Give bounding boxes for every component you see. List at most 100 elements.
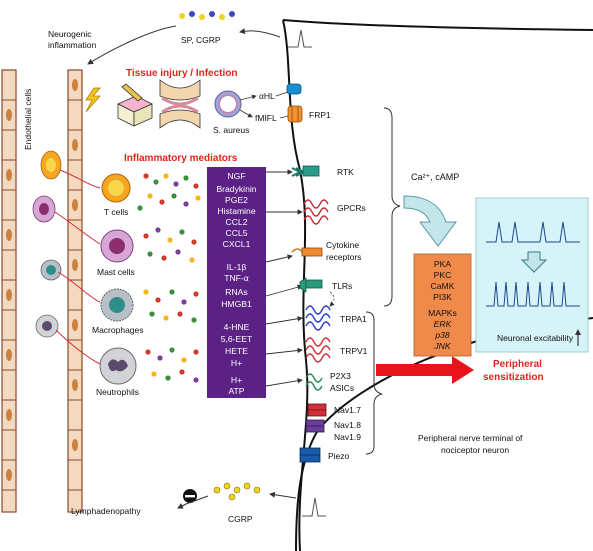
nav17-channel-icon (307, 403, 327, 417)
mediator-item: HETE (225, 346, 248, 356)
sensitization-arrow (376, 356, 474, 384)
kinase-item: CaMK (431, 281, 455, 291)
kinase-item: p38 (434, 330, 450, 340)
mediator-item: 4-HNE (224, 322, 250, 332)
frp1-label: FRP1 (309, 110, 331, 120)
mediator-item: PGE2 (225, 195, 248, 205)
kinase-box (413, 253, 472, 357)
lightning-icon (85, 87, 101, 113)
kinase-item: ERK (434, 319, 453, 329)
mediator-item: 5,6-EET (221, 334, 253, 344)
piezo-channel-icon (299, 447, 321, 463)
trpv1-channel-icon (305, 337, 331, 363)
macrophage-icon (100, 288, 134, 322)
macrophages-label: Macrophages (92, 325, 144, 335)
tlrs-label: TLRs (332, 281, 352, 291)
mediator-item: IL-1β (227, 262, 247, 272)
kinase-item: JNK (433, 341, 452, 351)
receptor-bracket-lower (365, 311, 383, 455)
neuronal-excitability-label: Neuronal excitability (497, 333, 574, 343)
kinase-item: PKA (434, 259, 451, 269)
ahl-label: αHL (259, 91, 275, 101)
mediator-item: Histamine (217, 206, 255, 216)
mediator-item: H+ (231, 375, 242, 385)
nerve-terminal-label-1: Peripheral nerve terminal of (418, 433, 523, 443)
gpcrs-label: GPCRs (337, 203, 366, 213)
mediator-item: HMGB1 (221, 299, 252, 309)
endothelial-vessel (1, 69, 83, 513)
endothelial-macro-icon (40, 259, 62, 281)
ca-camp-label: Ca²⁺, cAMP (411, 172, 459, 182)
baseline-trace (486, 221, 580, 243)
sp-cgrp-dots (179, 11, 235, 20)
mediator-item: CCL2 (226, 217, 248, 227)
kinase-item: PI3K (433, 292, 452, 302)
mediator-list: NGF BradykininPGE2HistamineCCL2CCL5CXCL1I… (216, 171, 256, 396)
nav18-label: Nav1.8 (334, 420, 361, 430)
fmifl-label: fMIFL (255, 113, 277, 123)
kinase-item: PKC (434, 270, 452, 280)
mediator-item: CCL5 (226, 228, 248, 238)
piezo-label: Piezo (328, 451, 350, 461)
receptor-bracket-upper (383, 107, 401, 307)
cytokine-label-1: Cytokine (326, 240, 359, 250)
mast-cells-label: Mast cells (97, 267, 135, 277)
excitability-panel (475, 197, 589, 353)
nav18-channel-icon (305, 419, 325, 433)
endothelial-neutro-icon (35, 314, 59, 338)
trpa1-label: TRPA1 (340, 314, 367, 324)
rtk-label: RTK (337, 167, 354, 177)
mediator-dots (137, 173, 201, 383)
frp1-receptor-icon (287, 105, 303, 123)
mediator-item: NGF (227, 171, 245, 181)
p2x3-channel-icon (305, 373, 323, 391)
wound-box-icon (117, 83, 153, 127)
p2x3-label: P2X3 (330, 371, 351, 381)
neurogenic-label-1: Neurogenic (48, 29, 92, 39)
endothelial-mast-icon (32, 195, 56, 223)
nerve-terminal-label-2: nociceptor neuron (441, 445, 509, 455)
signaling-arrow (403, 195, 457, 247)
cytokine-receptor-icon (291, 247, 323, 257)
inflammatory-mediators-title: Inflammatory mediators (124, 153, 238, 164)
sp-cgrp-label: SP, CGRP (181, 35, 221, 45)
tlr-receptor-icon (299, 277, 323, 293)
sensitized-trace (486, 281, 580, 307)
gpcr-receptor-icon (303, 199, 329, 225)
mediator-box (207, 167, 266, 398)
peripheral-label: Peripheral (493, 359, 542, 370)
nav17-label: Nav1.7 (334, 405, 361, 415)
lymphadenopathy-label: Lymphadenopathy (71, 506, 141, 516)
cgrp-label: CGRP (228, 514, 253, 524)
mediator-item: H+ (231, 358, 242, 368)
inhibit-icon (183, 489, 197, 503)
mediator-item: CXCL1 (223, 239, 251, 249)
trpv1-label: TRPV1 (340, 346, 368, 356)
nav19-label: Nav1.9 (334, 432, 361, 442)
trpa1-channel-icon (305, 305, 331, 331)
mediator-item: RNAs (225, 287, 247, 297)
neutrophil-icon (99, 347, 137, 385)
spike-top (288, 29, 312, 48)
joint-icon (159, 79, 201, 129)
ahl-pore-icon (286, 83, 302, 95)
s-aureus-label: S. aureus (213, 125, 249, 135)
neutrophils-label: Neutrophils (96, 387, 139, 397)
endothelial-tcell-icon (40, 150, 62, 180)
endothelial-label: Endothelial cells (23, 89, 33, 150)
excitability-down-arrow (520, 251, 548, 273)
cytokine-label-2: receptors (326, 252, 361, 262)
mast-cell-icon (100, 229, 134, 263)
s-aureus-icon (214, 90, 242, 118)
rtk-receptor-icon (291, 165, 320, 177)
mediator-item: TNF-α (224, 273, 249, 283)
spike-bottom (302, 497, 326, 517)
neurogenic-label-2: inflammation (48, 40, 96, 50)
mediator-item: Bradykinin (216, 184, 256, 194)
kinase-item: MAPKs (428, 308, 457, 318)
tissue-injury-title: Tissue injury / Infection (126, 68, 238, 79)
cgrp-dots (213, 482, 261, 501)
